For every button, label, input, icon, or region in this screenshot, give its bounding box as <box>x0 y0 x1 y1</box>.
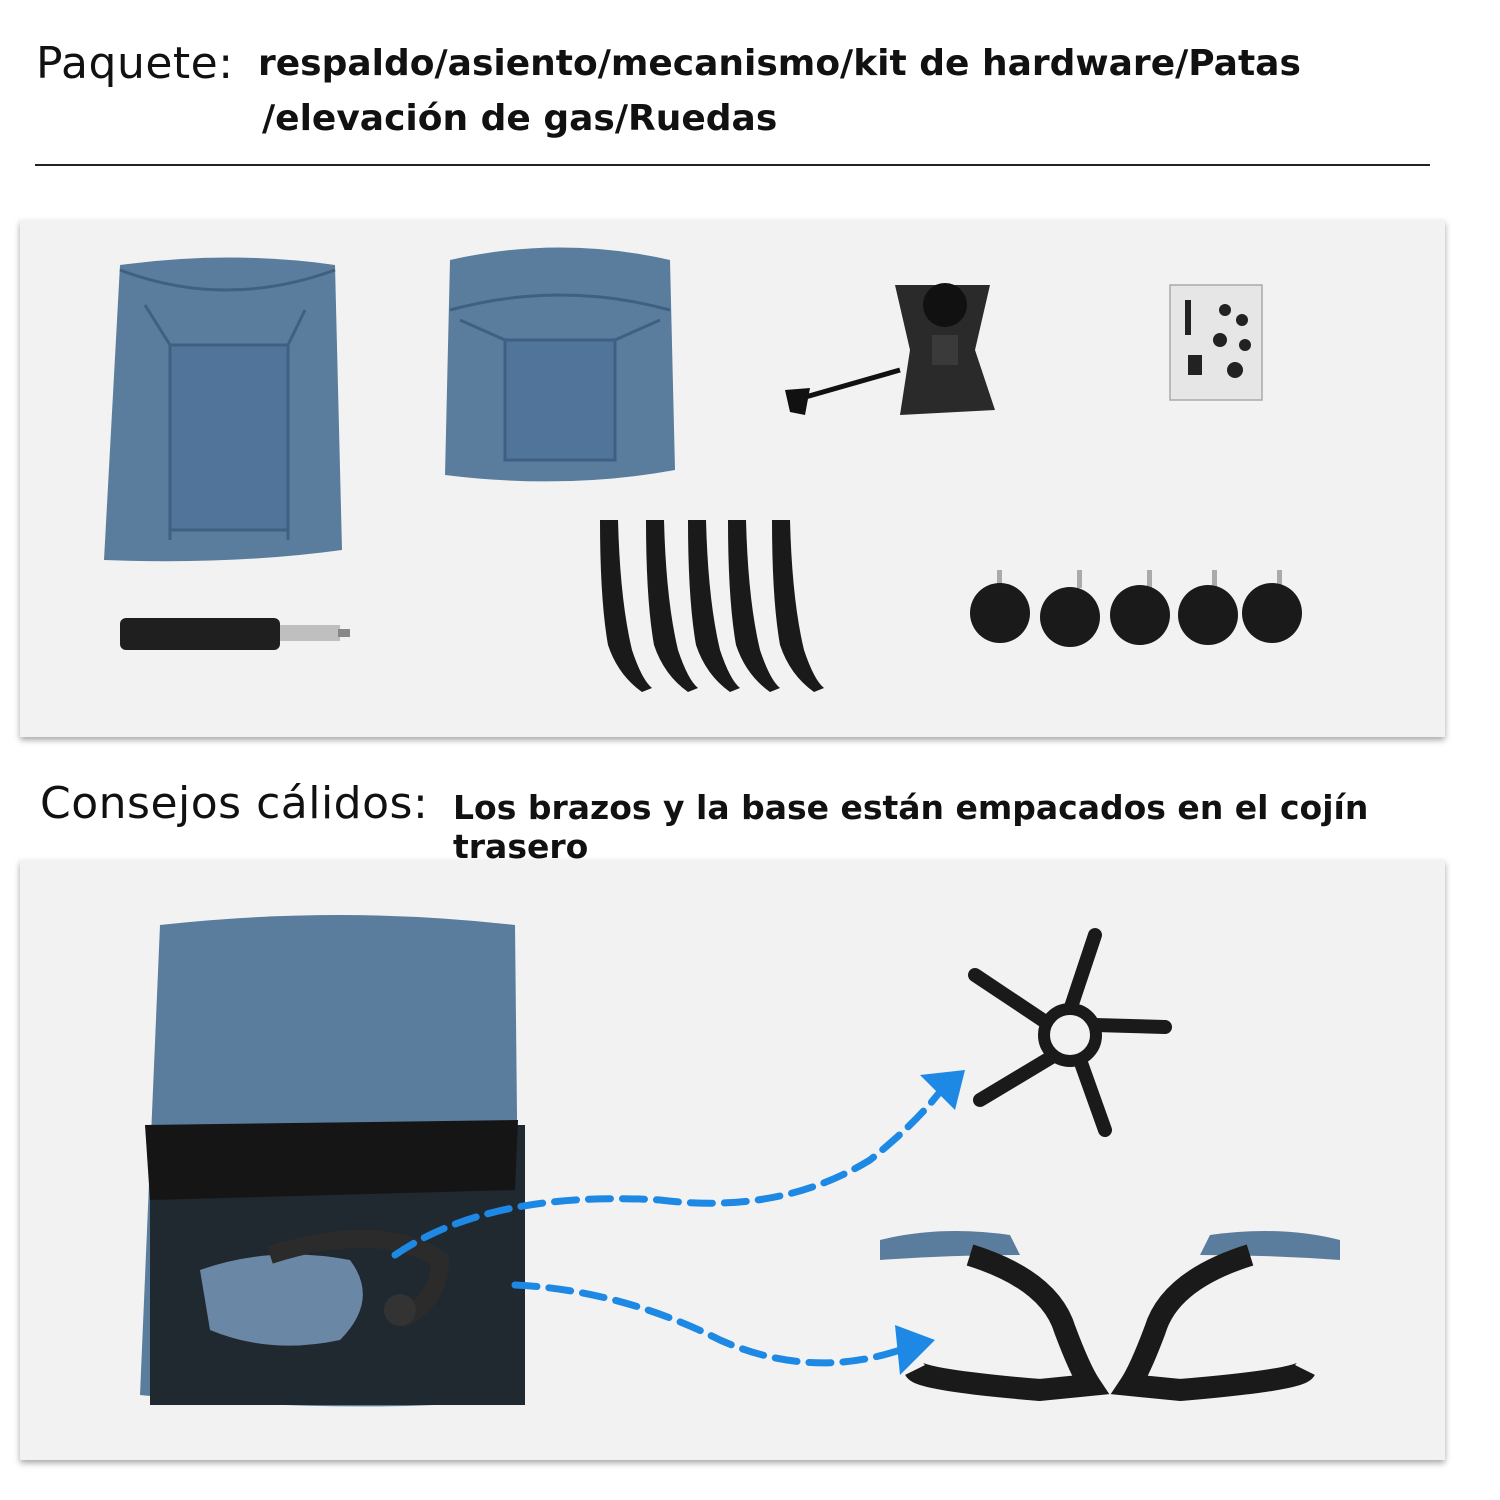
seat-cushion-icon <box>445 247 675 482</box>
backrest-icon <box>104 257 342 562</box>
package-contents-illustration <box>104 247 1302 692</box>
hardware-kit-icon <box>1169 284 1263 401</box>
package-label: Paquete: <box>36 38 234 89</box>
caster-wheel-icon <box>970 570 1302 647</box>
package-contents-line2: /elevación de gas/Ruedas <box>262 98 778 139</box>
dashed-arrow-icon <box>391 1081 949 1367</box>
tips-label: Consejos cálidos: <box>40 778 429 829</box>
armrest-icon <box>880 1231 1340 1402</box>
packing-tip-illustration <box>140 915 1340 1407</box>
gas-lift-icon <box>120 618 350 650</box>
mechanism-icon <box>785 283 995 415</box>
package-contents-panel <box>20 220 1445 737</box>
star-base-icon <box>968 928 1172 1137</box>
chair-leg-icon <box>600 520 824 692</box>
arrow-head-top <box>920 1070 965 1110</box>
tips-text: Los brazos y la base están empacados en … <box>453 788 1369 866</box>
arrow-head-bottom <box>895 1325 935 1375</box>
packing-tip-panel <box>20 860 1445 1460</box>
header-divider <box>35 164 1430 166</box>
packed-backrest-icon <box>140 915 525 1407</box>
package-contents-line1: respaldo/asiento/mecanismo/kit de hardwa… <box>258 43 1301 84</box>
